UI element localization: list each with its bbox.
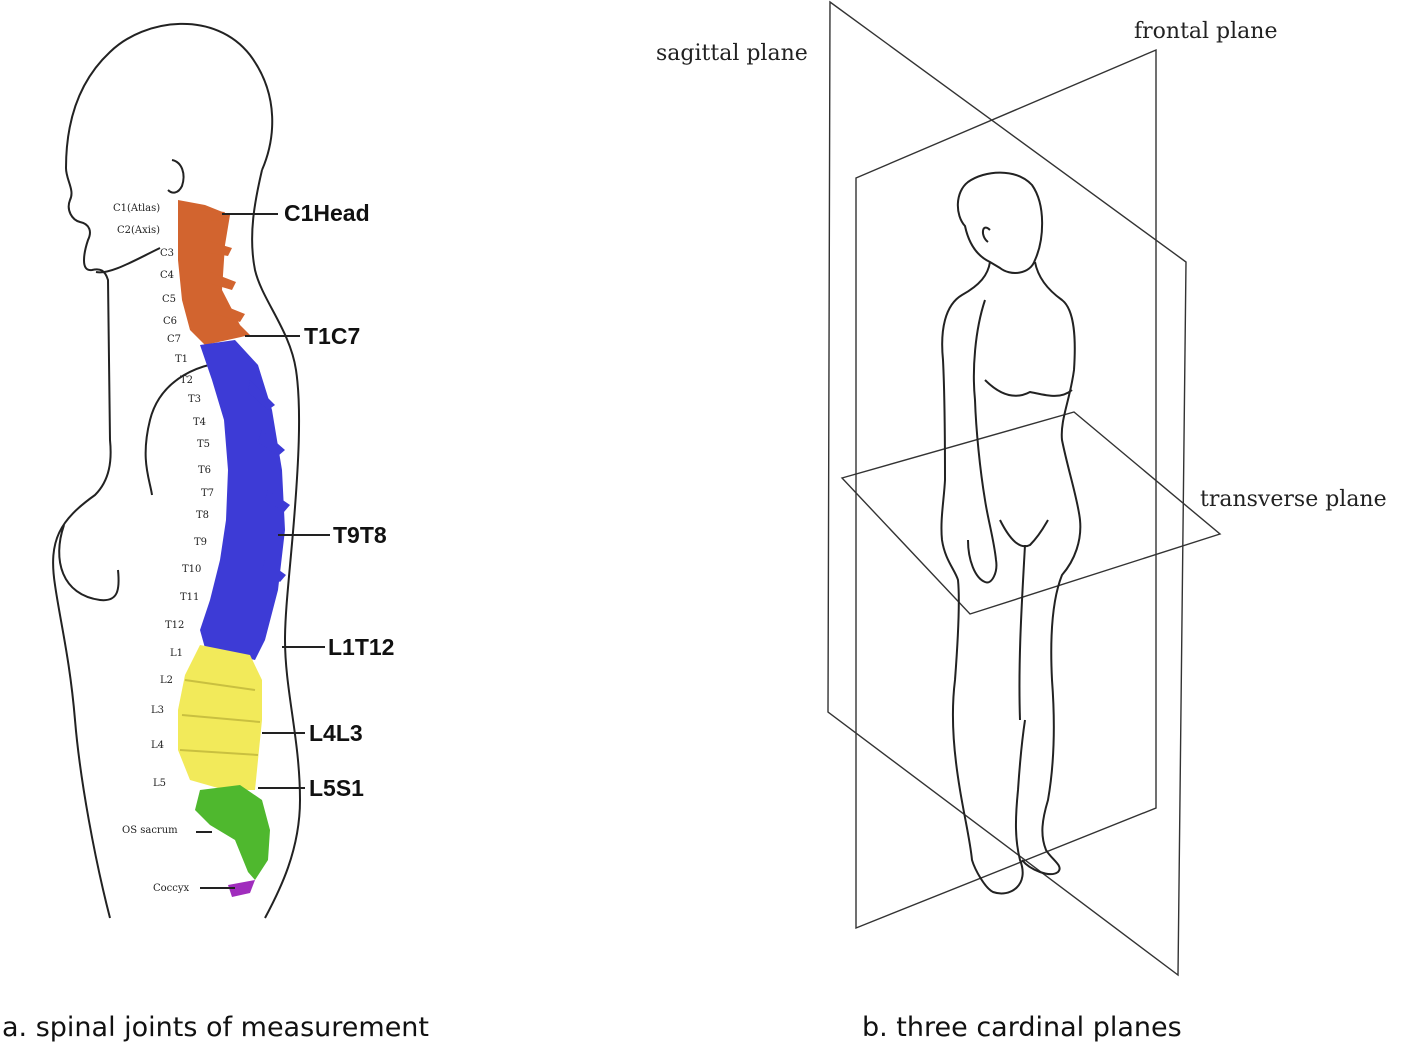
vertebra-label: T6 (198, 465, 211, 476)
body-left (940, 261, 1026, 895)
vertebra-label: L3 (151, 705, 164, 716)
vertebra-label: T8 (196, 510, 209, 521)
coccyx (228, 880, 255, 897)
thoracic-process-3 (265, 490, 290, 512)
back-outline (251, 169, 302, 919)
vertebra-label: C3 (160, 248, 174, 259)
arm-b (967, 299, 998, 584)
sacrum (195, 785, 270, 880)
vertebra-label: C1(Atlas) (113, 203, 160, 214)
vertebra-label: C6 (163, 316, 177, 327)
vertebra-label: T5 (197, 439, 210, 450)
panel-a-spine-diagram: C1(Atlas) C2(Axis) C3 C4 C5 C6 C7 T1 T2 … (2, 22, 429, 1043)
caption-a: a. spinal joints of measurement (2, 1012, 429, 1043)
vertebra-label: C4 (160, 270, 174, 281)
vertebra-label: L4 (151, 740, 164, 751)
thoracic-process-4 (262, 560, 286, 582)
joint-labels: C1Head T1C7 T9T8 L1T12 L4L3 L5S1 (284, 200, 394, 801)
joint-label-l5s1: L5S1 (309, 775, 364, 801)
vertebra-label: L5 (153, 778, 166, 789)
vertebra-label: T12 (165, 620, 184, 631)
breast-outline (58, 524, 120, 602)
vertebra-label: L1 (170, 648, 183, 659)
transverse-plane (840, 411, 1222, 615)
thoracic-spine-body (200, 340, 285, 660)
ear-b (982, 226, 991, 243)
vertebra-label: C5 (162, 294, 176, 305)
thoracic-process-2 (258, 430, 285, 456)
joint-label-t1c7: T1C7 (304, 323, 360, 349)
body-outline (52, 22, 274, 919)
sagittal-plane (827, 0, 1187, 977)
thoracic-process-1 (248, 380, 275, 410)
leg-gap (1018, 544, 1026, 721)
cervical-process-3 (205, 270, 236, 290)
vertebra-label: L2 (160, 675, 173, 686)
joint-leader-lines (196, 213, 330, 889)
body-right (1021, 261, 1082, 876)
cervical-spine-body (178, 200, 250, 345)
neck-front (95, 247, 161, 274)
human-figure (940, 171, 1082, 895)
vertebra-label: T3 (188, 394, 201, 405)
vertebra-label: T9 (194, 537, 207, 548)
transverse-plane-label: transverse plane (1200, 487, 1387, 512)
vertebra-label: T1 (175, 354, 188, 365)
vertebra-label: C7 (167, 334, 181, 345)
vertebra-labels: C1(Atlas) C2(Axis) C3 C4 C5 C6 C7 T1 T2 … (113, 203, 214, 894)
joint-label-l4l3: L4L3 (309, 720, 363, 746)
vertebra-label: T11 (180, 592, 199, 603)
vertebra-label: OS sacrum (122, 825, 178, 836)
caption-b: b. three cardinal planes (862, 1012, 1182, 1043)
joint-label-l1t12: L1T12 (328, 634, 394, 660)
cervical-process-2 (205, 240, 232, 256)
sagittal-plane-label: sagittal plane (656, 41, 808, 66)
joint-label-t9t8: T9T8 (333, 522, 387, 548)
lumbar-disc-lines (179, 679, 261, 756)
cervical-vertebrae (178, 200, 250, 345)
joint-label-c1head: C1Head (284, 200, 370, 226)
ear (167, 159, 185, 194)
frontal-plane-label: frontal plane (1134, 19, 1277, 44)
hip-b (999, 519, 1049, 548)
frontal-plane (855, 48, 1157, 930)
vertebra-label: T7 (201, 488, 214, 499)
vertebra-label: T4 (193, 417, 206, 428)
vertebra-label: T10 (182, 564, 201, 575)
vertebra-label: T2 (180, 375, 193, 386)
vertebra-label: C2(Axis) (117, 225, 160, 236)
cervical-process-1 (200, 210, 225, 222)
chest-b (984, 379, 1073, 397)
vertebra-label: Coccyx (153, 883, 190, 894)
panel-b-planes-diagram: sagittal plane frontal plane transverse … (656, 0, 1387, 1043)
thoracic-vertebrae (200, 340, 290, 660)
cervical-process-4 (210, 300, 245, 322)
head-outline (956, 171, 1044, 274)
lumbar-vertebrae (178, 645, 262, 790)
